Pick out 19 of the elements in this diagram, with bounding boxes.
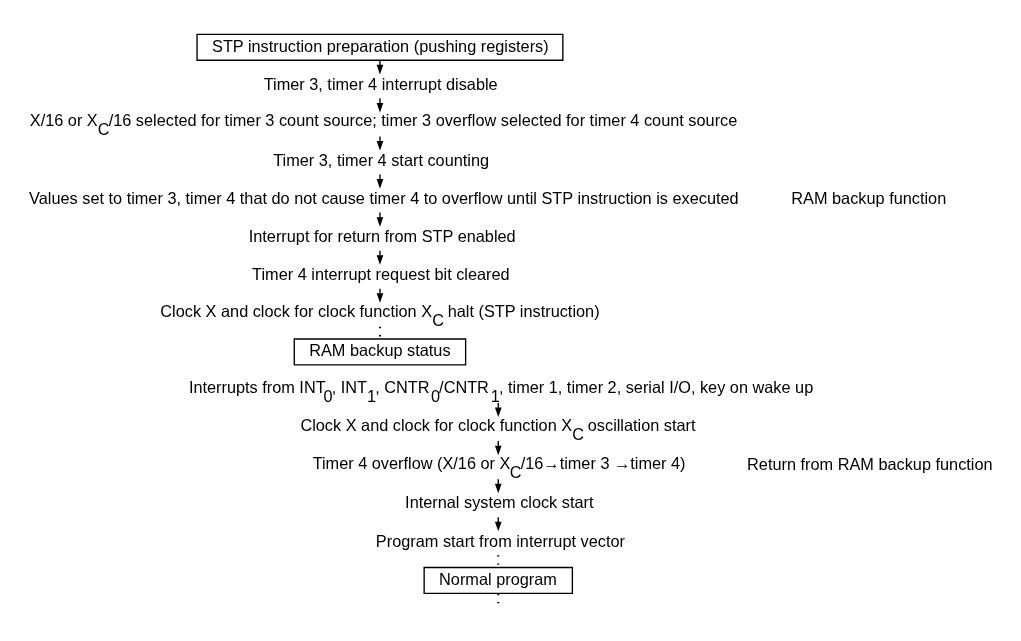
node-box: Normal program [423, 566, 574, 594]
node-box: RAM backup status [293, 338, 467, 366]
node-text: Timer 3, timer 4 interrupt disable [263, 74, 498, 93]
node-text: Internal system clock start [405, 493, 594, 512]
arrow [376, 211, 384, 227]
arrow [376, 288, 384, 303]
node-box: STP instruction preparation (pushing registers) [196, 33, 564, 61]
node-text: Values set to timer 3, timer 4 that do not cause timer 4 to overflow until STP instruction is executed [29, 188, 739, 207]
arrow [376, 250, 384, 265]
node-text: Timer 4 interrupt request bit cleared [252, 265, 510, 284]
arrow [376, 173, 384, 189]
node-text: Timer 3, timer 4 start counting [273, 150, 490, 169]
label: Return from RAM backup function [747, 455, 993, 474]
label: RAM backup function [791, 188, 947, 207]
node-text: Interrupt for return from STP enabled [248, 226, 516, 245]
arrow [376, 59, 384, 75]
arrow [376, 97, 384, 113]
node-text: Program start from interrupt vector [375, 531, 625, 550]
arrow [376, 135, 384, 151]
